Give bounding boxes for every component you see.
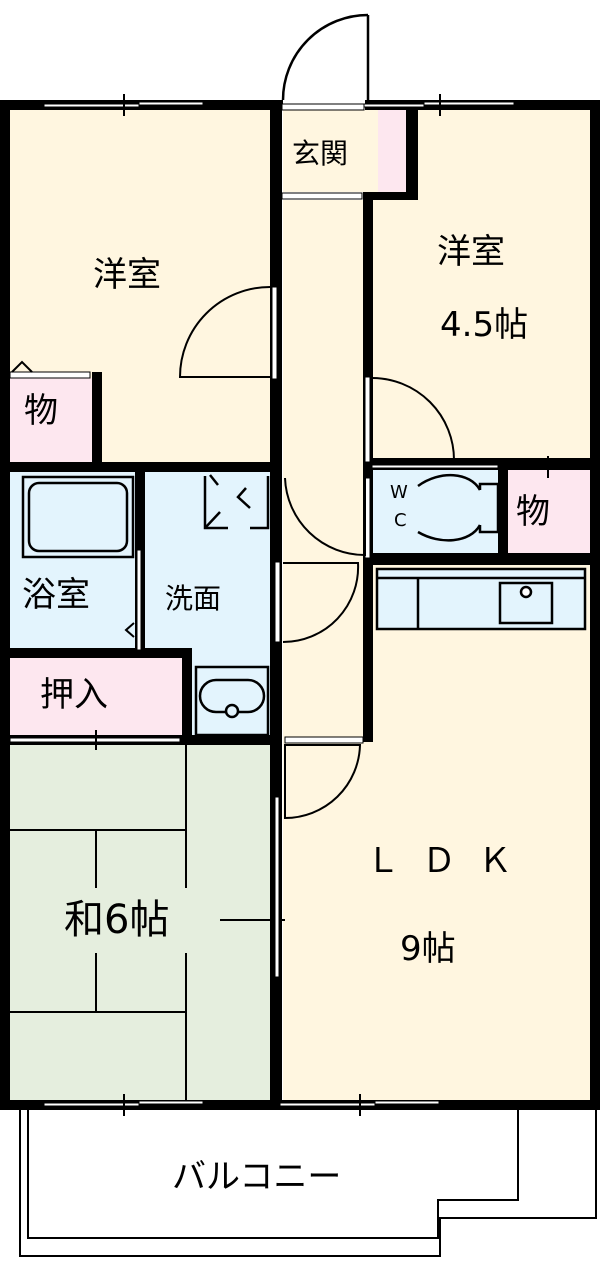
- bath-drain-icon: [124, 622, 135, 638]
- room-label-toilet-c: C: [394, 510, 407, 531]
- room-label-closet-left: 物: [24, 391, 58, 431]
- washing-machine-space-icon: [203, 474, 270, 530]
- room-bathroom: [10, 470, 145, 655]
- room-label-washroom: 洗面: [165, 582, 222, 615]
- room-label-ldk: ＬＤＫ: [366, 841, 534, 881]
- room-size-ldk: 9帖: [400, 929, 456, 969]
- room-label-oshiire: 押入: [40, 675, 108, 715]
- entrance-door: [281, 13, 370, 101]
- door-frames: [136, 286, 371, 978]
- balcony-outline: [19, 1105, 597, 1257]
- door-swings: [178, 286, 456, 820]
- room-japanese: [10, 745, 275, 1100]
- closet-pull-icon: [11, 360, 33, 373]
- room-size-western-right: 4.5帖: [440, 305, 529, 345]
- entrance-shoe-storage: [378, 110, 406, 192]
- room-label-japanese: 和6帖: [64, 897, 170, 943]
- room-label-entrance: 玄関: [292, 137, 349, 170]
- room-label-western-right: 洋室: [437, 232, 505, 272]
- kitchen-counter-icon: [375, 567, 587, 631]
- window-ticks: [95, 94, 549, 1116]
- room-label-bathroom: 浴室: [22, 575, 90, 615]
- room-ldk: [283, 563, 590, 1100]
- room-closet-left: [10, 378, 92, 463]
- washbasin-icon: [194, 665, 270, 737]
- bathtub-icon: [21, 475, 135, 559]
- room-label-balcony: バルコニー: [172, 1157, 342, 1197]
- room-entrance: [283, 110, 378, 192]
- toilet-icon: [417, 473, 500, 542]
- room-label-toilet-w: W: [390, 482, 408, 503]
- room-label-closet-right: 物: [516, 492, 550, 532]
- room-oshiire: [10, 655, 182, 740]
- room-closet-right: [508, 470, 590, 555]
- room-label-western-left: 洋室: [93, 255, 161, 295]
